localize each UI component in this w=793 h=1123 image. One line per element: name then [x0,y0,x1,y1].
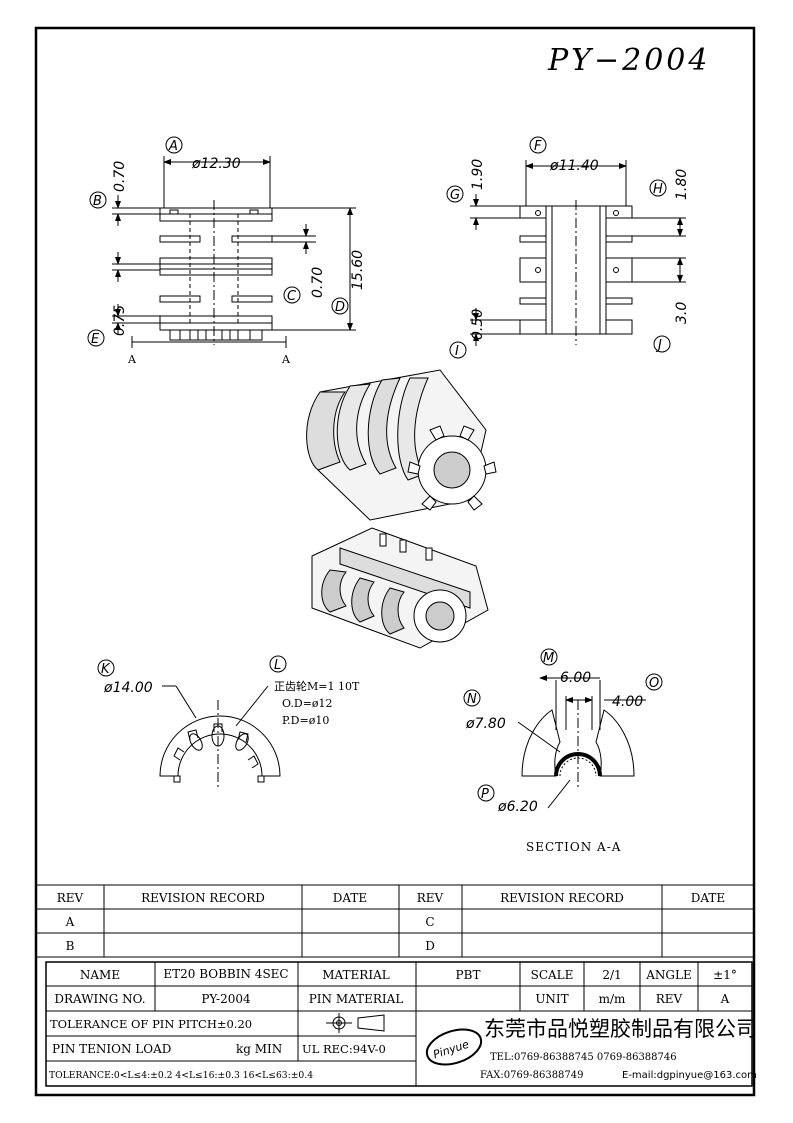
tolerance-general: TOLERANCE:0<L≤4:±0.2 4<L≤16:±0.3 16<L≤63… [49,1070,313,1081]
company-name: 东莞市品悦塑胶制品有限公司 [484,1017,757,1041]
label-p: P [481,787,489,802]
isometric-lower [311,527,489,649]
rev-header-4: REV [417,891,444,905]
drawing-title: PY−2004 [547,43,710,78]
gear-view-labels: K ø14.00 L 正齿轮M=1 10T O.D=ø12 P.D=ø10 [97,655,360,727]
label-a: A [168,139,178,154]
label-c: C [287,289,297,304]
label-o: O [649,676,659,691]
gear-note-line3: P.D=ø10 [282,714,329,727]
section-mark-left: A [127,353,137,366]
tolerance-pitch: TOLERANCE OF PIN PITCH±0.20 [50,1017,252,1031]
dim-g: 1.90 [470,159,486,190]
pinyue-logo: Pinyue [425,1028,483,1066]
label-f: F [534,139,542,154]
label-k: K [101,662,111,677]
rev-header-6: DATE [691,891,725,905]
material-value: PBT [456,968,481,982]
outer-frame [34,26,756,1097]
dim-c: 0.70 [310,267,326,298]
label-b: B [93,194,102,209]
rev-label: REV [656,992,683,1006]
dim-j: 3.0 [674,302,690,324]
dim-n: ø7.80 [465,716,506,732]
dim-d: 15.60 [350,250,366,290]
gear-view [159,685,281,790]
dim-h: 1.80 [674,169,690,200]
label-i: I [455,344,459,359]
material-label: MATERIAL [322,968,390,982]
label-d: D [335,300,345,315]
revision-table [35,884,755,958]
rev-row-b: B [66,939,75,953]
logo-text: Pinyue [432,1038,471,1062]
gear-note-line2: O.D=ø12 [282,697,333,710]
dim-a: ø12.30 [191,156,241,172]
pin-material-label: PIN MATERIAL [309,992,404,1006]
label-h: H [653,182,663,197]
isometric-upper [306,369,497,521]
angle-value: ±1° [713,968,737,982]
dim-b: 0.70 [112,161,128,192]
drawing-label: DRAWING NO. [54,992,145,1006]
section-label: SECTION A-A [526,840,621,854]
dim-i: 0.50 [470,309,486,340]
label-m: M [543,651,554,666]
rev-header-3: DATE [333,891,367,905]
label-j: J [655,338,662,353]
section-view [517,675,646,809]
name-value: ET20 BOBBIN 4SEC [163,967,288,981]
rev-header-1: REV [57,891,84,905]
company-email: E-mail:dgpinyue@163.com [622,1070,757,1081]
dim-k: ø14.00 [103,680,153,696]
unit-label: UNIT [535,992,568,1006]
pin-tension-unit: kg MIN [236,1042,282,1056]
section-mark-right: A [281,353,291,366]
front-view [112,156,356,348]
pin-tension: PIN TENION LOAD [52,1042,171,1056]
label-g: G [450,188,460,203]
section-view-labels: M 6.00 N ø7.80 O 4.00 P ø6.20 SECTION A-… [463,648,663,854]
unit-value: m/m [599,992,626,1006]
company-tel: TEL:0769-86388745 0769-86388746 [490,1052,677,1063]
title-block-text: NAME ET20 BOBBIN 4SEC MATERIAL PBT SCALE… [49,967,737,1081]
gear-note-line1: 正齿轮M=1 10T [274,679,360,693]
name-label: NAME [80,968,120,982]
side-view-labels: F ø11.40 G 1.90 H 1.80 I 0.50 J 3.0 [446,136,690,359]
company-fax: FAX:0769-86388749 [480,1070,584,1081]
dim-m: 6.00 [560,670,591,686]
rev-row-a: A [65,915,75,929]
title-block [45,961,753,1087]
rev-header-2: REVISION RECORD [141,891,265,905]
drawing-value: PY-2004 [201,992,251,1006]
rev-row-d: D [425,939,435,953]
dim-e: 0.75 [112,305,128,336]
company-info: 东莞市品悦塑胶制品有限公司 TEL:0769-86388745 0769-863… [480,1017,757,1081]
label-e: E [91,332,100,347]
side-view [470,160,686,346]
label-l: L [274,658,281,673]
projection-symbol-icon [326,1013,385,1033]
dim-f: ø11.40 [549,158,599,174]
front-view-labels: A ø12.30 B 0.70 C 0.70 D 15.60 E 0.75 A … [87,136,366,366]
scale-value: 2/1 [602,968,621,982]
rev-value: A [720,992,730,1006]
rev-header-5: REVISION RECORD [500,891,624,905]
rev-row-c: C [425,915,434,929]
label-n: N [467,692,477,707]
ul-rec: UL REC:94V-0 [302,1042,386,1056]
dim-p: ø6.20 [497,799,538,815]
revision-table-text: REV REVISION RECORD DATE REV REVISION RE… [57,891,725,953]
angle-label: ANGLE [645,968,691,982]
dim-o: 4.00 [612,694,643,710]
scale-label: SCALE [531,968,574,982]
